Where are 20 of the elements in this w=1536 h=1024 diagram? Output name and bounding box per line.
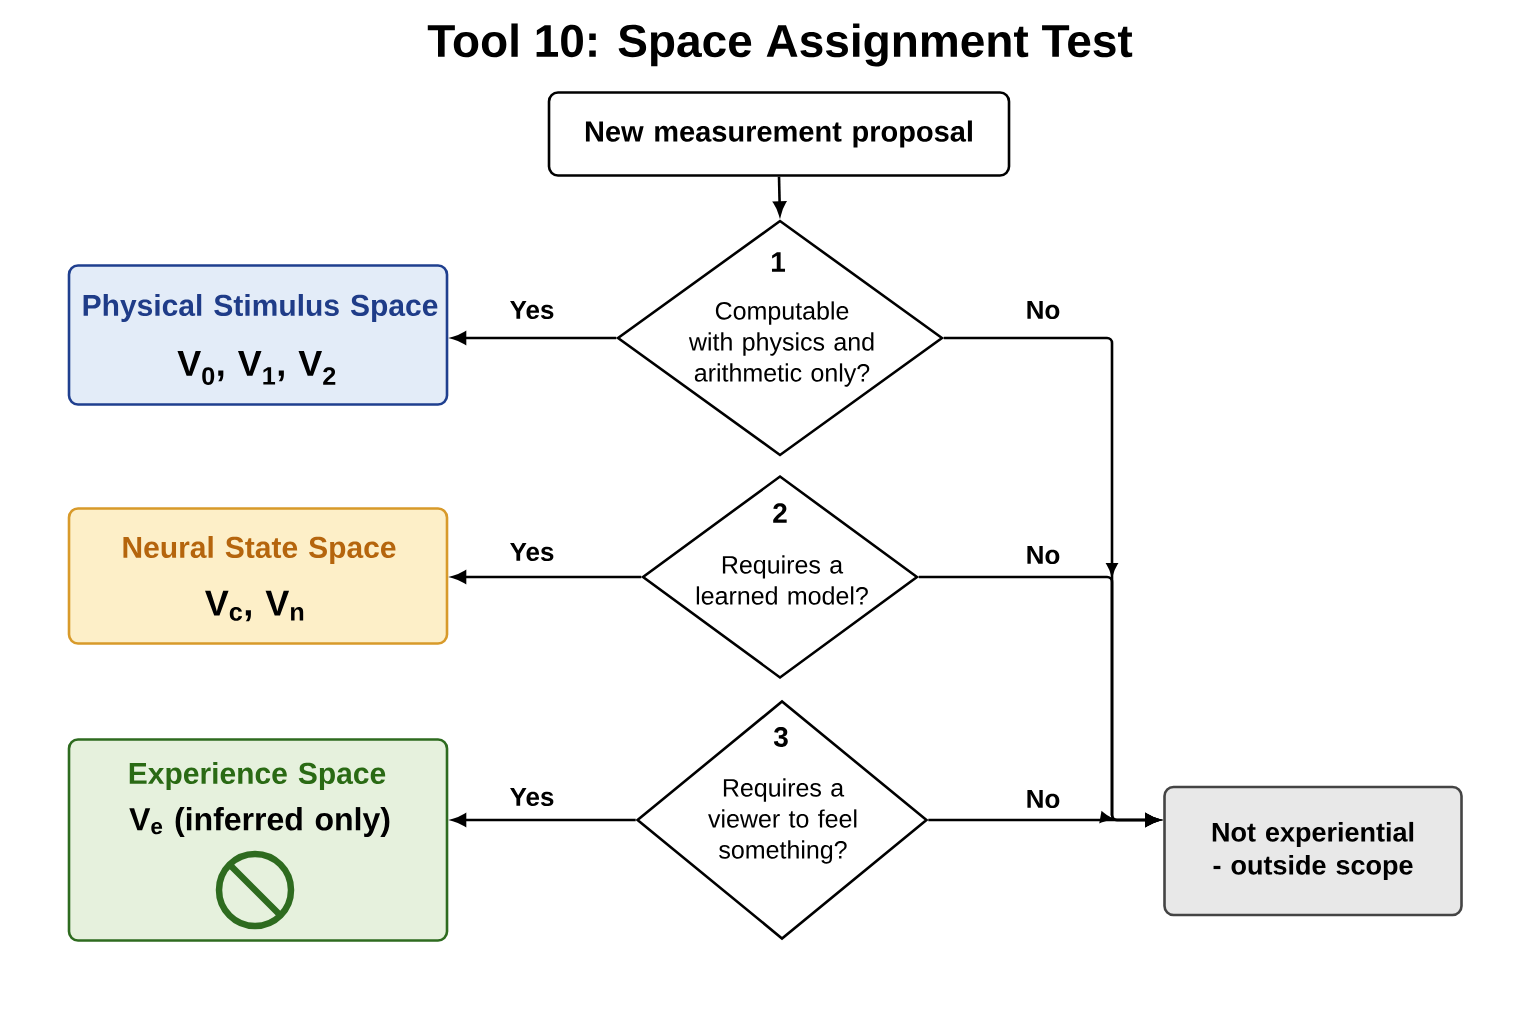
variable-text: V$_{c}$, V$_{n}$ [205, 590, 304, 622]
arrow [928, 813, 1160, 827]
box-heading: Neural State Space [123, 536, 396, 564]
title: Tool 10: Space Assignment Test [427, 23, 1133, 67]
box-text: Not experiential - outside scope [1212, 821, 1414, 881]
arrow [451, 331, 617, 345]
arrow [773, 176, 787, 216]
decision-text: Computable with physics and arithmetic only? [688, 301, 874, 387]
variable-text: V$_{e}$ (inferred only) [129, 807, 390, 837]
arrow [451, 813, 636, 827]
box-heading: Experience Space [129, 762, 386, 790]
step-number: 3 [773, 727, 788, 747]
arrow [451, 570, 642, 584]
decision-text: Requires a learned model? [696, 555, 868, 605]
variable-text: V$_{0}$, V$_{1}$, V$_{2}$ [177, 351, 336, 385]
decision-text: Requires a viewer to feel something? [708, 778, 857, 864]
box-heading: Physical Stimulus Space [83, 294, 438, 322]
step-number: 2 [773, 503, 787, 523]
box-text: New measurement proposal [585, 120, 972, 148]
step-number: 1 [772, 252, 785, 272]
